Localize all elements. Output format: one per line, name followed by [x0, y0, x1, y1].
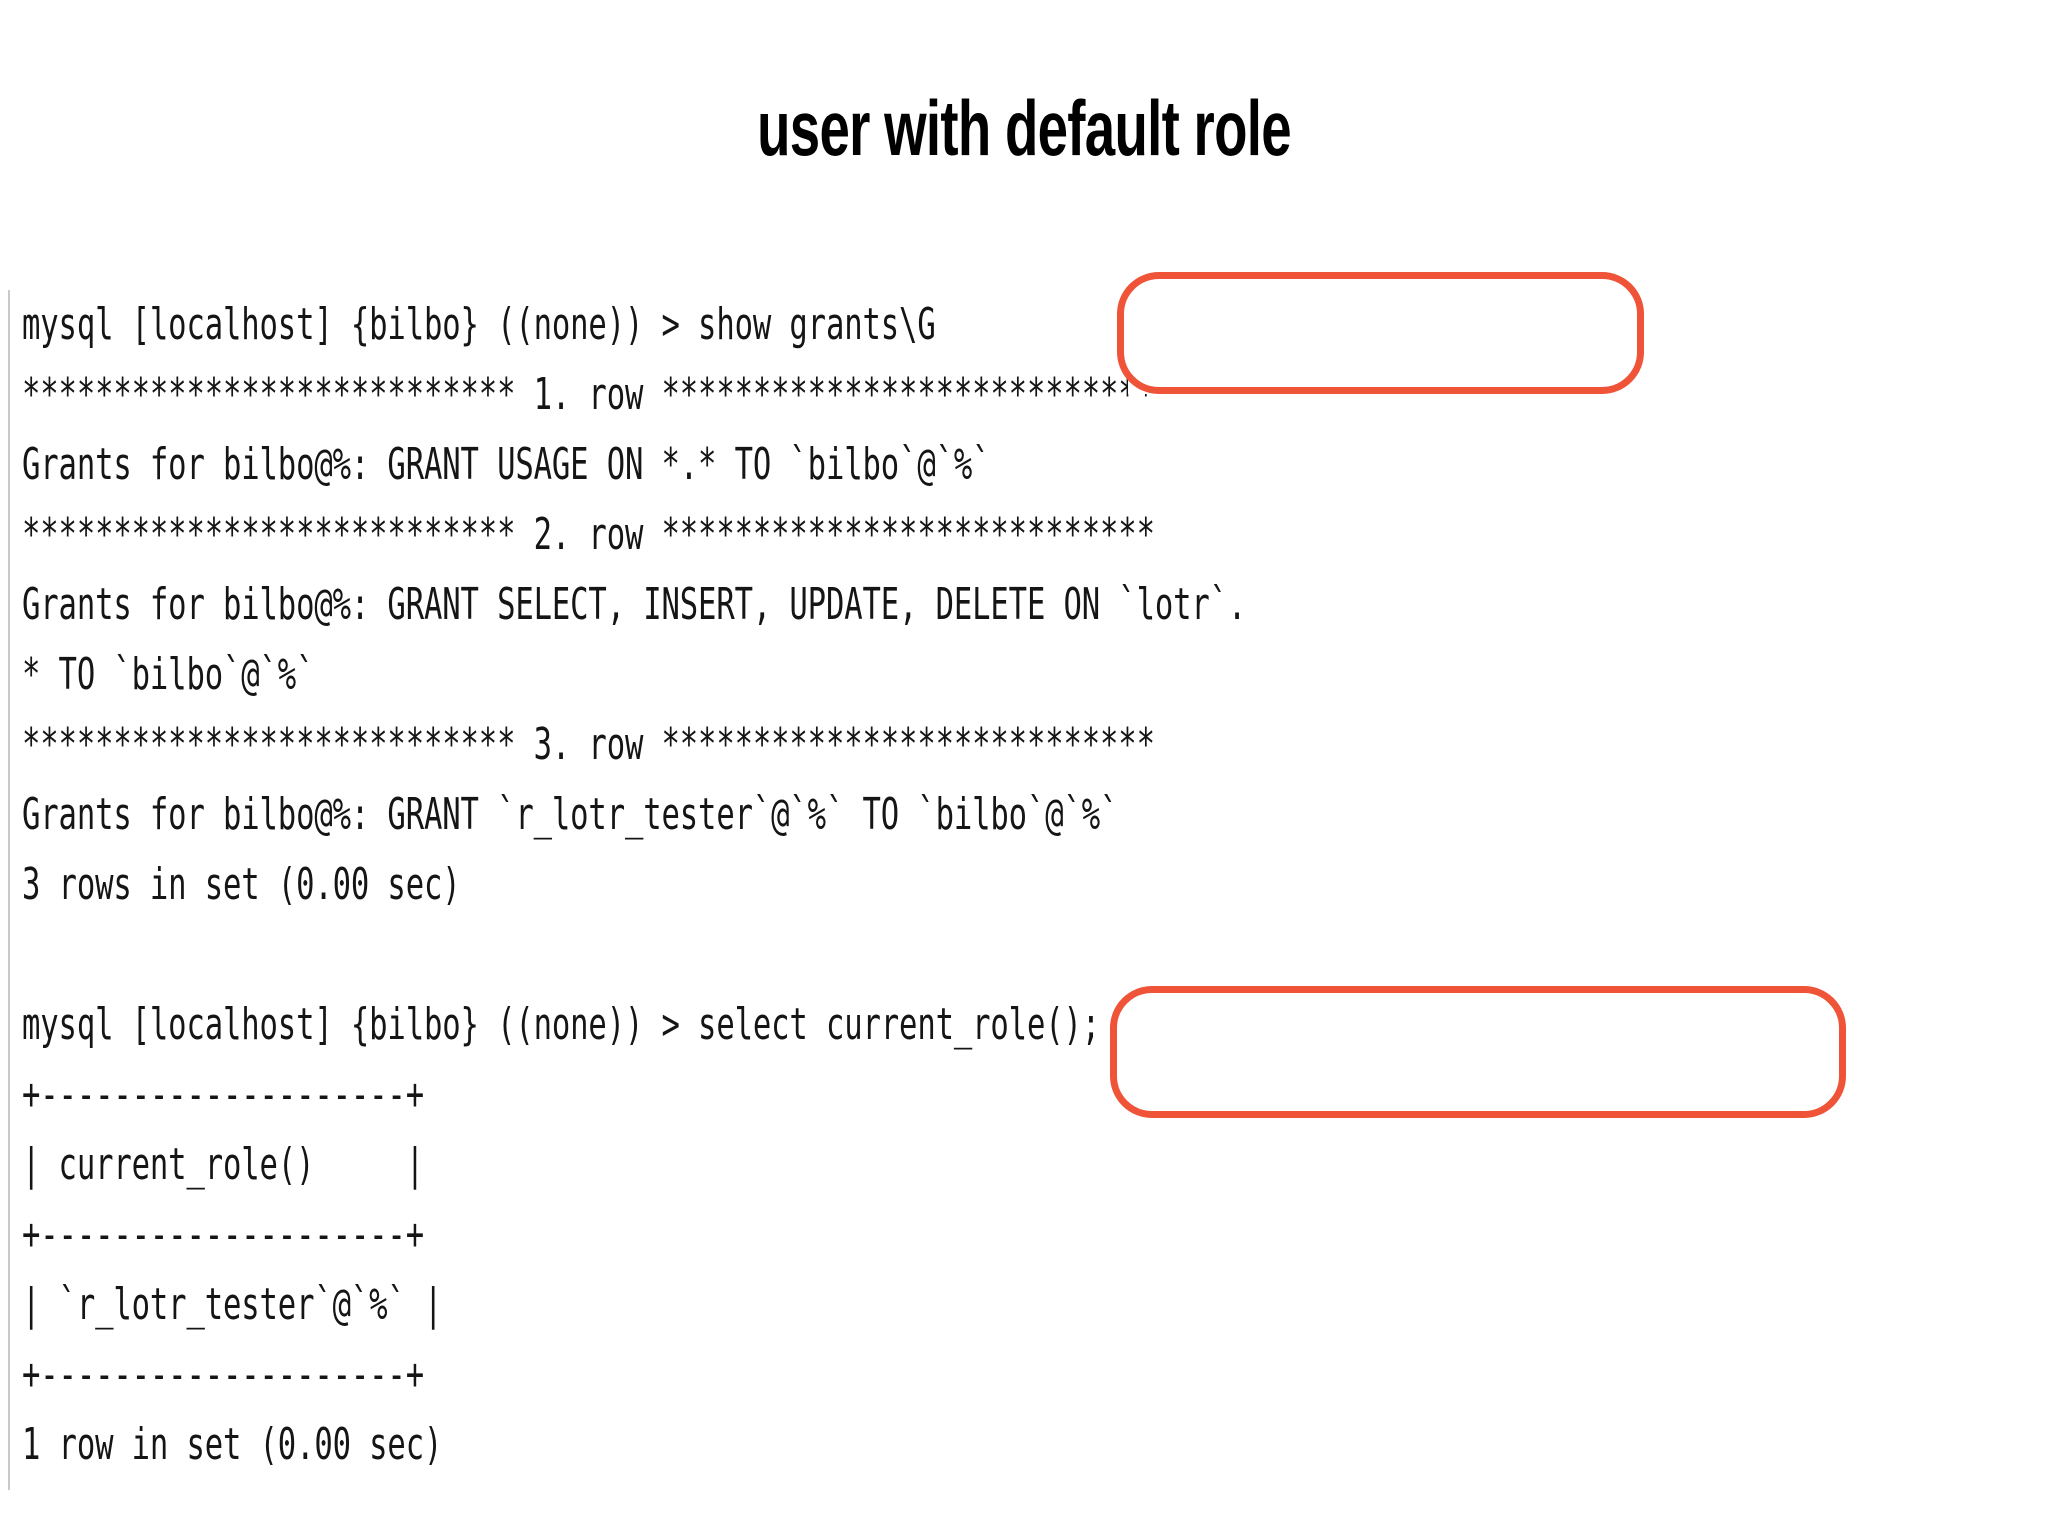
- terminal-screenshot: mysql [localhost] {bilbo} ((none)) > sho…: [8, 290, 2040, 1490]
- page-title: user with default role: [757, 84, 1291, 173]
- highlighted-command-select-current-role: select current_role();: [0, 0, 1, 1]
- terminal-output: mysql [localhost] {bilbo} ((none)) > sho…: [22, 299, 1247, 1470]
- highlighted-command-show-grants: show grants\G: [0, 0, 1, 1]
